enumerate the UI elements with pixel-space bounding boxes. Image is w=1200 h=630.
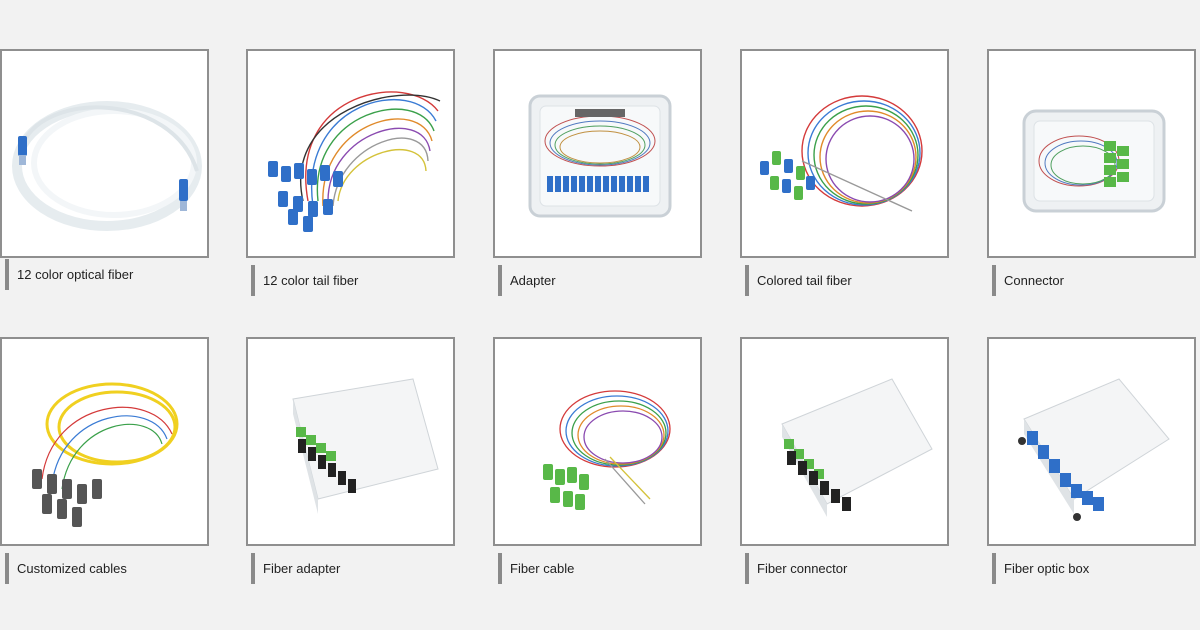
product-image[interactable] — [740, 49, 949, 258]
product-image[interactable] — [0, 337, 209, 546]
product-caption[interactable]: Fiber optic box — [992, 553, 1089, 584]
product-image[interactable] — [987, 337, 1196, 546]
tail-fiber-image — [268, 91, 441, 232]
product-image[interactable] — [493, 49, 702, 258]
product-card[interactable]: Fiber adapter — [246, 337, 493, 584]
colored-tail-fiber-image — [760, 95, 923, 212]
fiber-coil-image — [12, 101, 202, 231]
product-image[interactable] — [246, 337, 455, 546]
fiber-optic-box-image — [1018, 378, 1170, 521]
product-card[interactable]: Connector — [987, 49, 1200, 296]
product-card[interactable]: Fiber cable — [493, 337, 740, 584]
product-caption[interactable]: Connector — [992, 265, 1064, 296]
product-card[interactable]: 12 color tail fiber — [246, 49, 493, 296]
product-caption[interactable]: Fiber cable — [498, 553, 574, 584]
fiber-connector-box-image — [781, 378, 933, 517]
product-caption[interactable]: Fiber connector — [745, 553, 847, 584]
product-card[interactable]: Fiber connector — [740, 337, 987, 584]
product-image[interactable] — [0, 49, 209, 258]
product-card[interactable]: Adapter — [493, 49, 740, 296]
product-card[interactable]: 12 color optical fiber — [0, 49, 247, 290]
product-image[interactable] — [493, 337, 702, 546]
product-caption[interactable]: Colored tail fiber — [745, 265, 852, 296]
product-caption[interactable]: Customized cables — [5, 553, 127, 584]
product-caption[interactable]: 12 color tail fiber — [251, 265, 358, 296]
product-card[interactable]: Customized cables — [0, 337, 247, 584]
product-card[interactable]: Colored tail fiber — [740, 49, 987, 296]
product-image[interactable] — [246, 49, 455, 258]
product-caption[interactable]: Adapter — [498, 265, 556, 296]
splitter-tray-image — [528, 94, 672, 218]
product-caption[interactable]: Fiber adapter — [251, 553, 340, 584]
fc-cable-image — [32, 382, 179, 527]
product-caption[interactable]: 12 color optical fiber — [5, 259, 133, 290]
product-image[interactable] — [987, 49, 1196, 258]
product-card[interactable]: Fiber optic box — [987, 337, 1200, 584]
connector-tray-image — [1022, 109, 1166, 213]
product-image[interactable] — [740, 337, 949, 546]
fiber-cable-image — [543, 390, 671, 510]
plc-splitter-box-image — [292, 378, 439, 514]
